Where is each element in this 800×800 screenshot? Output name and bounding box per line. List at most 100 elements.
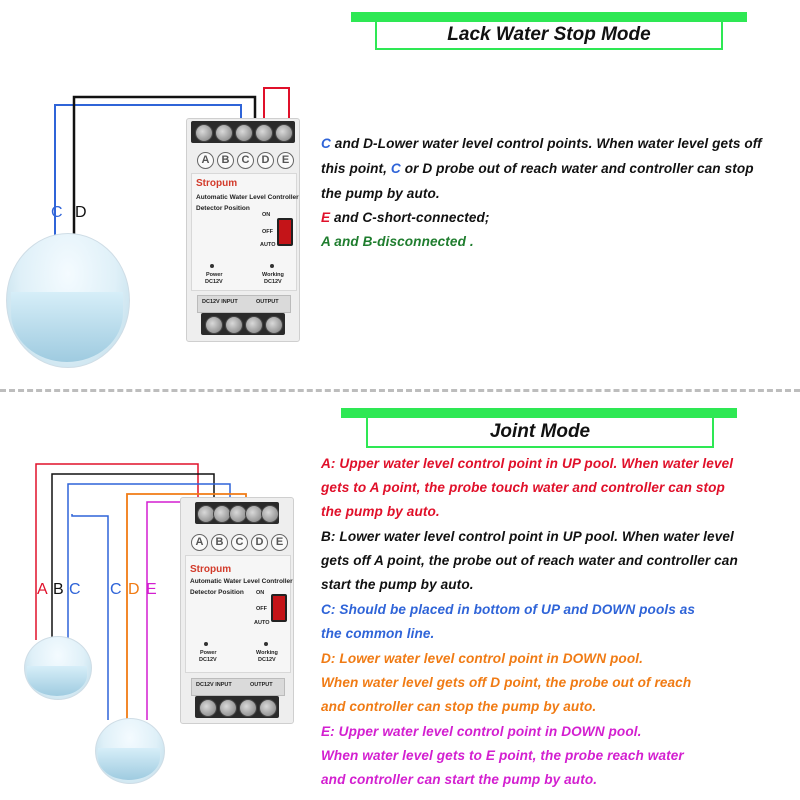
screw-icon bbox=[199, 699, 217, 717]
wire-label-d: D bbox=[75, 204, 87, 221]
output-label: OUTPUT bbox=[250, 682, 273, 688]
input-label: DC12V INPUT bbox=[202, 299, 238, 305]
terminal-label: D bbox=[257, 152, 274, 169]
screw-icon bbox=[239, 699, 257, 717]
wire-label-a: A bbox=[37, 581, 48, 598]
switch-on-label: ON bbox=[256, 590, 265, 596]
wire-label-e: E bbox=[146, 581, 157, 598]
terminal-strip-top bbox=[191, 121, 295, 143]
power-label: Power bbox=[200, 650, 217, 656]
device-face: Stropum Automatic Water Level Controller… bbox=[191, 173, 299, 291]
input-label: DC12V INPUT bbox=[196, 682, 232, 688]
wire-label-d: D bbox=[128, 581, 140, 598]
terminal-label: E bbox=[277, 152, 294, 169]
switch-auto-label: AUTO bbox=[254, 620, 270, 626]
section2-line-5: start the pump by auto. bbox=[321, 577, 474, 592]
section2-line-6: C: Should be placed in bottom of UP and … bbox=[321, 602, 696, 617]
wire-c-blue bbox=[54, 104, 242, 335]
power-label: Power bbox=[206, 272, 223, 278]
text-segment: this point, bbox=[321, 161, 391, 176]
section2-line-0: A: Upper water level control point in UP… bbox=[321, 456, 734, 471]
wire-label-c-left: C bbox=[69, 581, 81, 598]
section1-line-3: E and C-short-connected; bbox=[321, 210, 490, 225]
screw-icon bbox=[195, 124, 213, 142]
text-segment: or D probe out of reach water and contro… bbox=[400, 161, 754, 176]
section2-line-8: D: Lower water level control point in DO… bbox=[321, 651, 643, 666]
working-led bbox=[264, 642, 268, 646]
device-brand: Stropum bbox=[196, 178, 238, 189]
section1-line-1: this point, C or D probe out of reach wa… bbox=[321, 161, 754, 176]
terminal-label: B bbox=[211, 534, 228, 551]
mode-switch[interactable] bbox=[271, 594, 287, 622]
screw-icon bbox=[205, 316, 223, 334]
section1-header: Lack Water Stop Mode bbox=[375, 22, 723, 50]
power-led bbox=[204, 642, 208, 646]
device-detector: Detector Position bbox=[190, 589, 244, 596]
device-title: Automatic Water Level Controller bbox=[196, 194, 299, 201]
section2-header-bar bbox=[341, 408, 737, 418]
terminal-label: D bbox=[251, 534, 268, 551]
wire-red bbox=[263, 87, 290, 128]
section1-line-4: A and B-disconnected . bbox=[321, 234, 474, 249]
screw-icon bbox=[265, 316, 283, 334]
device-face: Stropum Automatic Water Level Controller… bbox=[185, 555, 293, 673]
screw-icon bbox=[219, 699, 237, 717]
screw-icon bbox=[215, 124, 233, 142]
section2-line-2: the pump by auto. bbox=[321, 504, 440, 519]
device-title: Automatic Water Level Controller bbox=[190, 578, 293, 585]
working-label: Working bbox=[256, 650, 278, 656]
terminal-label: C bbox=[231, 534, 248, 551]
wire-b-black bbox=[51, 473, 215, 640]
device-brand: Stropum bbox=[190, 564, 232, 575]
section1-line-0: C and D-Lower water level control points… bbox=[321, 136, 762, 151]
text-segment: C bbox=[321, 136, 331, 151]
screw-icon bbox=[259, 699, 277, 717]
section2-line-3: B: Lower water level control point in UP… bbox=[321, 529, 734, 544]
wire-d-black bbox=[72, 95, 257, 318]
section2-line-11: E: Upper water level control point in DO… bbox=[321, 724, 642, 739]
wire-c-blue-down bbox=[71, 514, 109, 720]
section1-wires bbox=[54, 87, 290, 335]
text-segment: and C-short-connected; bbox=[330, 210, 490, 225]
section1-header-bar bbox=[351, 12, 747, 22]
terminal-label: C bbox=[237, 152, 254, 169]
text-segment: the pump by auto. bbox=[321, 186, 440, 201]
screw-icon bbox=[235, 124, 253, 142]
switch-on-label: ON bbox=[262, 212, 271, 218]
wire-a-red bbox=[35, 463, 199, 640]
section-divider bbox=[0, 389, 800, 392]
controller-device: A B C D E Stropum Automatic Water Level … bbox=[180, 497, 294, 724]
power-volt: DC12V bbox=[199, 657, 217, 663]
section2-line-12: When water level gets to E point, the pr… bbox=[321, 748, 684, 763]
terminal-strip-bottom bbox=[195, 696, 279, 718]
io-strip: DC12V INPUT OUTPUT bbox=[197, 295, 291, 313]
section2-title: Joint Mode bbox=[489, 421, 591, 442]
wire-label-c: C bbox=[51, 204, 63, 221]
terminal-strip-top bbox=[195, 502, 279, 524]
terminal-label: E bbox=[271, 534, 288, 551]
screw-icon bbox=[275, 124, 293, 142]
section2-line-1: gets to A point, the probe touch water a… bbox=[321, 480, 725, 495]
screw-icon bbox=[225, 316, 243, 334]
power-led bbox=[210, 264, 214, 268]
section2-header: Joint Mode bbox=[366, 418, 714, 448]
output-label: OUTPUT bbox=[256, 299, 279, 305]
section2-line-10: and controller can stop the pump by auto… bbox=[321, 699, 597, 714]
section1-line-2: the pump by auto. bbox=[321, 186, 440, 201]
power-volt: DC12V bbox=[205, 279, 223, 285]
screw-icon bbox=[255, 124, 273, 142]
working-volt: DC12V bbox=[264, 279, 282, 285]
terminal-label: A bbox=[191, 534, 208, 551]
switch-auto-label: AUTO bbox=[260, 242, 276, 248]
terminal-label: A bbox=[197, 152, 214, 169]
text-segment: E bbox=[321, 210, 331, 225]
screw-icon bbox=[261, 505, 279, 523]
terminal-strip-bottom bbox=[201, 313, 285, 335]
section2-line-7: the common line. bbox=[321, 626, 435, 641]
section2-line-4: gets off A point, the probe out of reach… bbox=[321, 553, 738, 568]
mode-switch[interactable] bbox=[277, 218, 293, 246]
terminal-label: B bbox=[217, 152, 234, 169]
switch-off-label: OFF bbox=[262, 229, 273, 235]
working-volt: DC12V bbox=[258, 657, 276, 663]
io-strip: DC12V INPUT OUTPUT bbox=[191, 678, 285, 696]
